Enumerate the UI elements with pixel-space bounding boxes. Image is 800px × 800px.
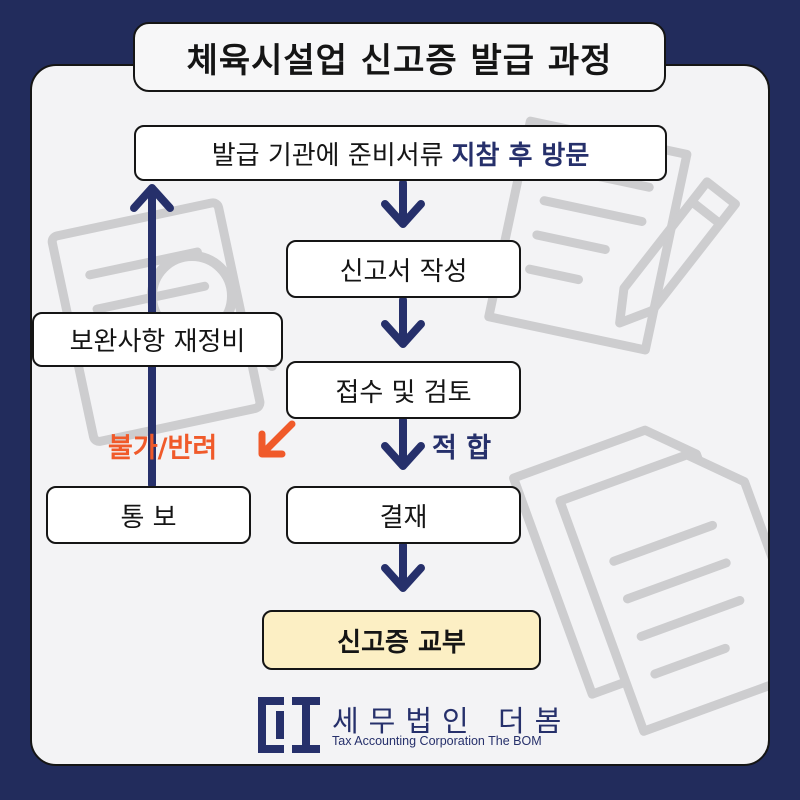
reject-label: 불가/반려 [108, 433, 218, 464]
step-visit-box: 발급 기관에 준비서류 지참 후 방문 [134, 125, 667, 181]
step-visit-accent: 지참 후 방문 [451, 140, 590, 171]
pass-label: 적 합 [432, 433, 492, 464]
company-name: 세무법인 더봄 [332, 704, 572, 738]
page-title: 체육시설업 신고증 발급 과정 [133, 22, 666, 92]
reject-arrow-icon [258, 420, 296, 458]
company-logo-icon [258, 697, 320, 753]
step-notify-label: 통 보 [120, 502, 177, 533]
step-notify-box: 통 보 [46, 486, 251, 544]
step-issue-box: 신고증 교부 [262, 610, 541, 670]
step-review-label: 접수 및 검토 [335, 377, 472, 408]
step-approval-box: 결재 [286, 486, 521, 544]
step-issue-label: 신고증 교부 [337, 627, 466, 658]
company-subtitle: Tax Accounting Corporation The BOM [332, 734, 542, 748]
step-visit-text: 발급 기관에 준비서류 [211, 140, 444, 171]
step-write-form-box: 신고서 작성 [286, 240, 521, 298]
step-approval-label: 결재 [379, 502, 428, 533]
step-write-form-label: 신고서 작성 [339, 256, 468, 287]
step-supplement-label: 보완사항 재정비 [69, 327, 246, 357]
step-review-box: 접수 및 검토 [286, 361, 521, 419]
step-supplement-box: 보완사항 재정비 [32, 312, 283, 367]
